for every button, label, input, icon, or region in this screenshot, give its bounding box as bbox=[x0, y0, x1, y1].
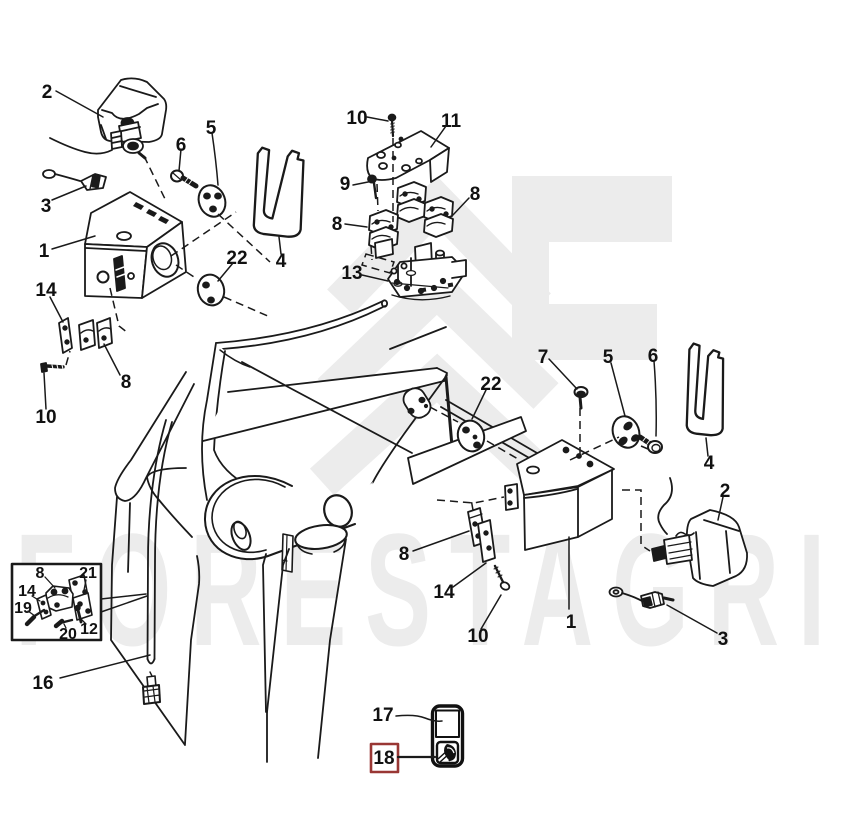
svg-text:8: 8 bbox=[470, 184, 481, 205]
svg-text:7: 7 bbox=[538, 347, 549, 368]
svg-text:17: 17 bbox=[372, 705, 393, 726]
svg-text:5: 5 bbox=[603, 347, 614, 368]
svg-text:16: 16 bbox=[32, 673, 53, 694]
svg-text:20: 20 bbox=[59, 626, 77, 643]
svg-text:2: 2 bbox=[720, 481, 731, 502]
svg-text:1: 1 bbox=[566, 612, 577, 633]
svg-text:10: 10 bbox=[467, 626, 488, 647]
svg-text:8: 8 bbox=[332, 214, 343, 235]
svg-text:18: 18 bbox=[373, 748, 394, 769]
svg-text:12: 12 bbox=[80, 621, 98, 638]
svg-text:4: 4 bbox=[276, 251, 287, 272]
svg-text:14: 14 bbox=[433, 582, 455, 603]
svg-text:4: 4 bbox=[704, 453, 715, 474]
svg-text:22: 22 bbox=[480, 374, 501, 395]
svg-text:9: 9 bbox=[340, 174, 351, 195]
svg-text:2: 2 bbox=[42, 82, 53, 103]
svg-text:21: 21 bbox=[79, 565, 97, 582]
svg-text:3: 3 bbox=[41, 196, 52, 217]
svg-text:3: 3 bbox=[718, 629, 729, 650]
svg-text:6: 6 bbox=[648, 346, 659, 367]
svg-text:8: 8 bbox=[399, 544, 410, 565]
svg-text:13: 13 bbox=[341, 263, 362, 284]
svg-text:10: 10 bbox=[35, 407, 56, 428]
svg-text:1: 1 bbox=[39, 241, 50, 262]
svg-text:22: 22 bbox=[226, 248, 247, 269]
svg-text:8: 8 bbox=[36, 565, 45, 582]
svg-text:8: 8 bbox=[121, 372, 132, 393]
svg-text:14: 14 bbox=[35, 280, 57, 301]
svg-text:19: 19 bbox=[14, 600, 32, 617]
svg-text:10: 10 bbox=[346, 108, 367, 129]
svg-text:5: 5 bbox=[206, 118, 217, 139]
svg-text:6: 6 bbox=[176, 135, 187, 156]
